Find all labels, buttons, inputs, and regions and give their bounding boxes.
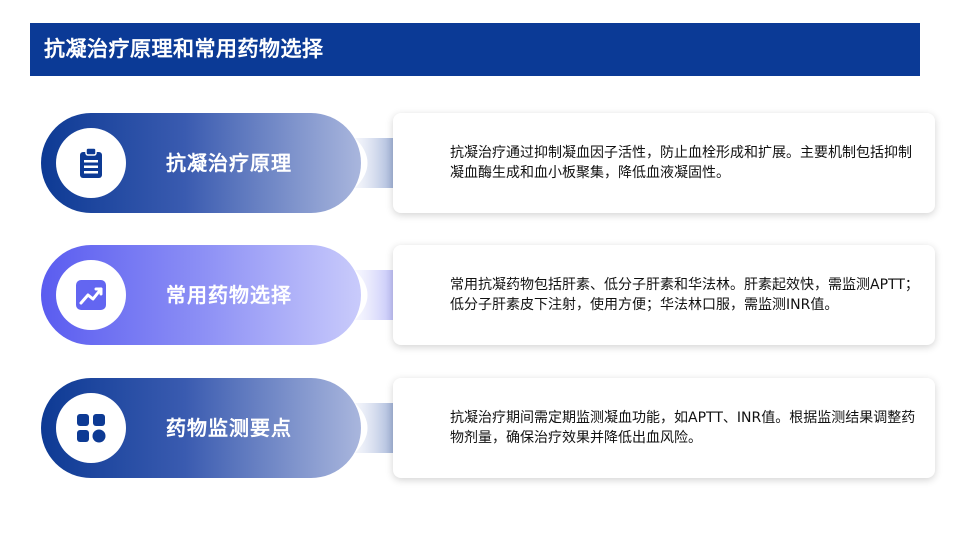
page-title: 抗凝治疗原理和常用药物选择 — [44, 37, 324, 61]
row-principle: 抗凝治疗原理 抗凝治疗通过抑制凝血因子活性，防止血栓形成和扩展。主要机制包括抑制… — [0, 113, 960, 213]
row-monitoring: 药物监测要点 抗凝治疗期间需定期监测凝血功能，如APTT、INR值。根据监测结果… — [0, 378, 960, 478]
card-drugs: 常用抗凝药物包括肝素、低分子肝素和华法林。肝素起效快，需监测APTT；低分子肝素… — [393, 245, 935, 345]
pill-label: 抗凝治疗原理 — [166, 151, 292, 175]
card-text: 常用抗凝药物包括肝素、低分子肝素和华法林。肝素起效快，需监测APTT；低分子肝素… — [450, 277, 919, 313]
grid-apps-icon — [77, 414, 106, 443]
trend-chart-icon — [76, 280, 106, 310]
card-text: 抗凝治疗通过抑制凝血因子活性，防止血栓形成和扩展。主要机制包括抑制凝血酶生成和血… — [450, 145, 912, 181]
icon-badge — [56, 393, 126, 463]
row-drugs: 常用药物选择 常用抗凝药物包括肝素、低分子肝素和华法林。肝素起效快，需监测APT… — [0, 245, 960, 345]
title-bar: 抗凝治疗原理和常用药物选择 — [30, 23, 920, 76]
card-monitoring: 抗凝治疗期间需定期监测凝血功能，如APTT、INR值。根据监测结果调整药物剂量，… — [393, 378, 935, 478]
icon-badge — [56, 128, 126, 198]
card-text: 抗凝治疗期间需定期监测凝血功能，如APTT、INR值。根据监测结果调整药物剂量，… — [450, 410, 916, 446]
pill-drugs: 常用药物选择 — [41, 245, 361, 345]
pill-monitoring: 药物监测要点 — [41, 378, 361, 478]
clipboard-icon — [80, 147, 102, 178]
pill-label: 常用药物选择 — [166, 283, 292, 307]
card-principle: 抗凝治疗通过抑制凝血因子活性，防止血栓形成和扩展。主要机制包括抑制凝血酶生成和血… — [393, 113, 935, 213]
pill-label: 药物监测要点 — [166, 416, 292, 440]
icon-badge — [56, 260, 126, 330]
pill-principle: 抗凝治疗原理 — [41, 113, 361, 213]
